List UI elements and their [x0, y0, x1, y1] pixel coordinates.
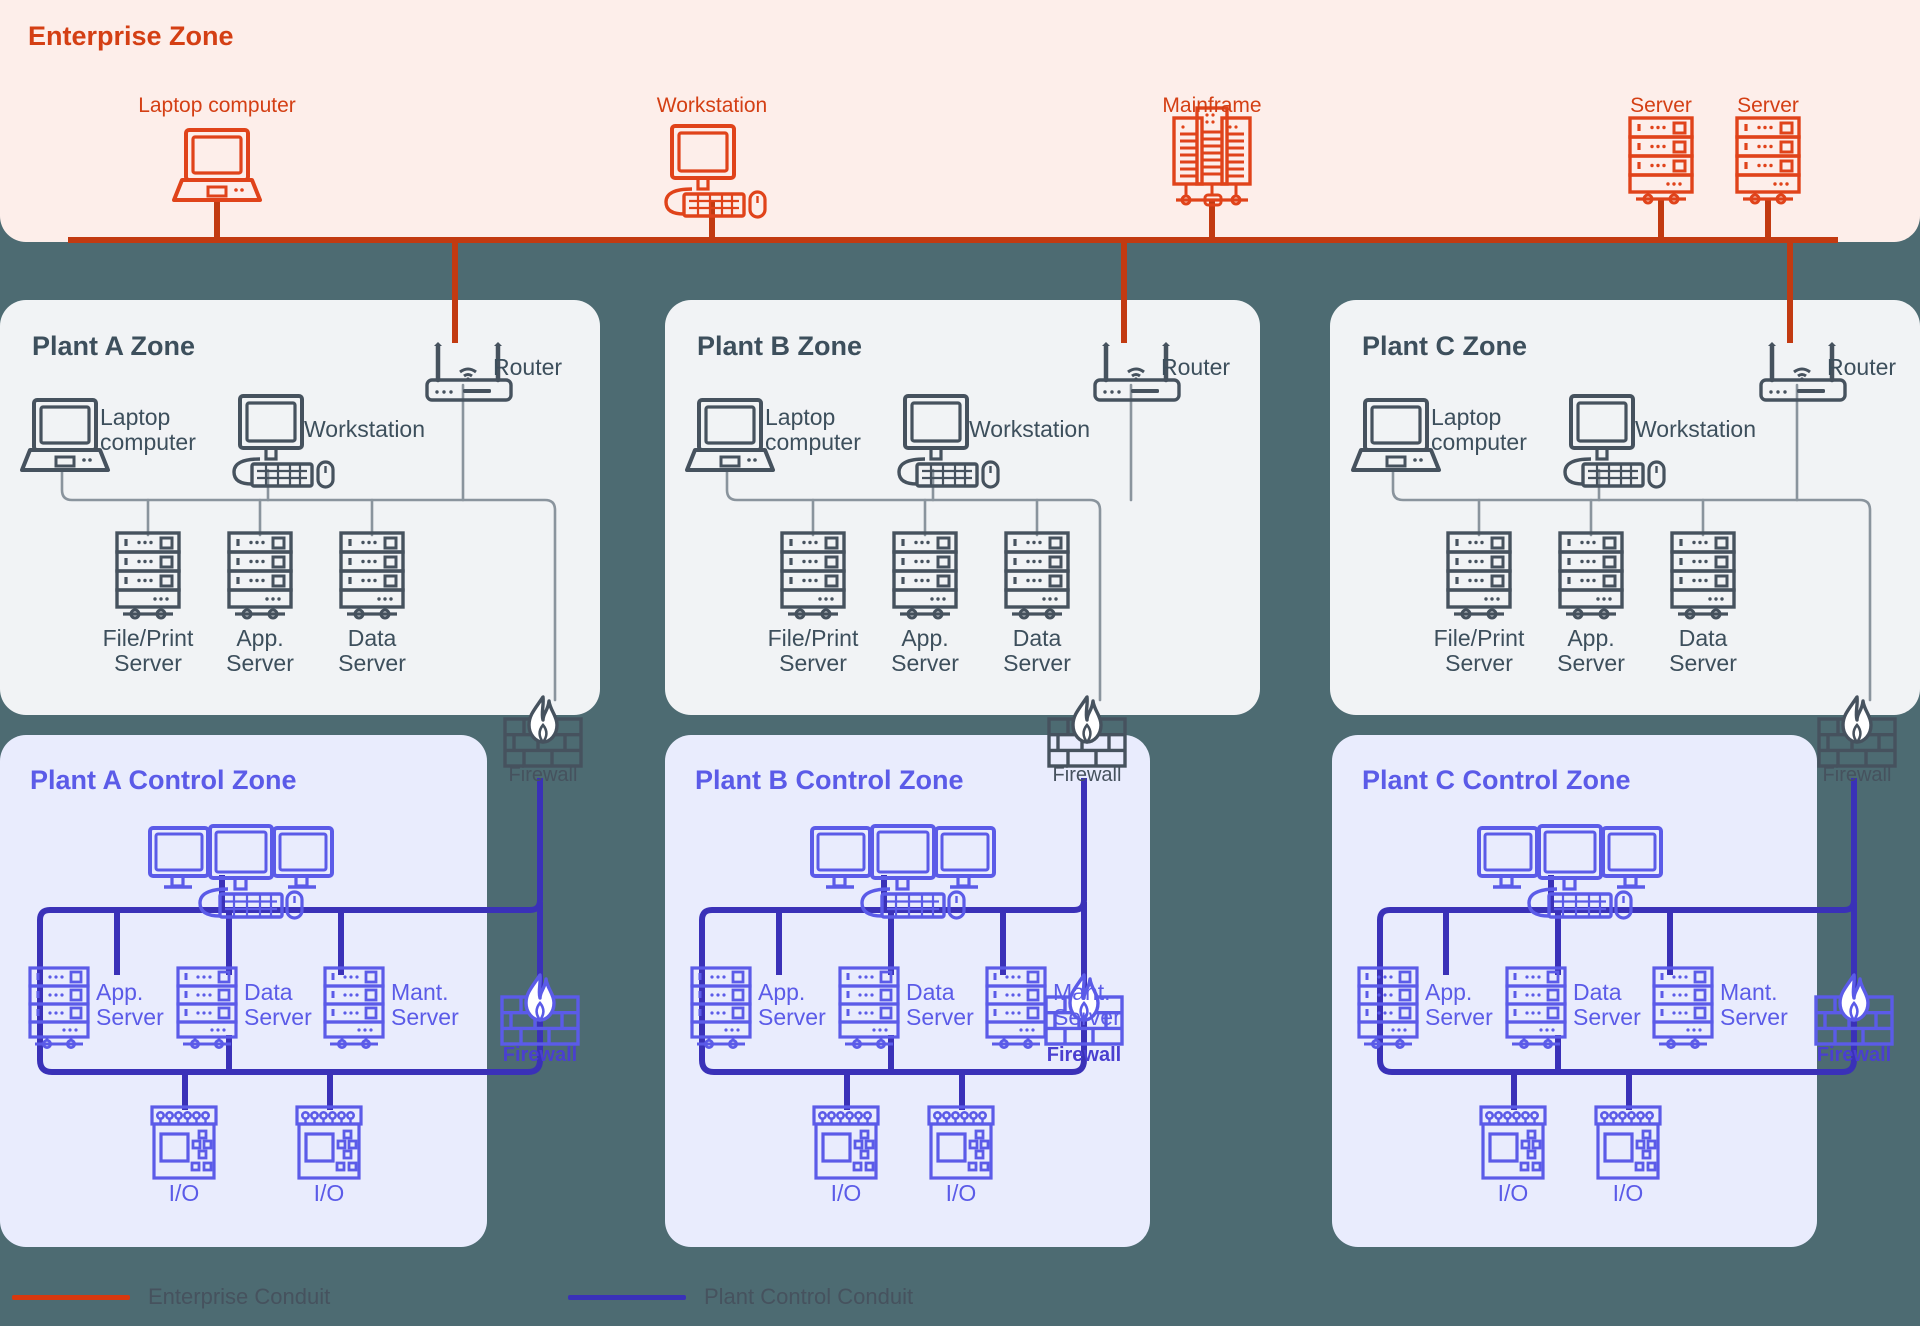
server-label: Data Server — [338, 625, 406, 676]
plant-c-zone-title: Plant C Zone — [1362, 331, 1528, 361]
legend: Enterprise Conduit Plant Control Conduit — [0, 1270, 1920, 1326]
io-label: I/O — [313, 1180, 345, 1206]
control-server-label: Data Server — [1573, 979, 1641, 1030]
legend-item-enterprise-conduit: Enterprise Conduit — [12, 1284, 330, 1310]
control-server-label: App. Server — [1425, 979, 1493, 1030]
firewall-icon — [500, 973, 580, 1046]
router-label: Router — [493, 354, 563, 380]
control-server-label: Mant. Server — [391, 979, 459, 1030]
firewall-icon — [1814, 973, 1894, 1046]
plant-b-zone-title: Plant B Zone — [697, 331, 863, 361]
server-label: App. Server — [1557, 625, 1625, 676]
server-label: Data Server — [1003, 625, 1071, 676]
control-server-label: App. Server — [758, 979, 826, 1030]
legend-label: Plant Control Conduit — [704, 1284, 914, 1309]
enterprise-device-label: Server — [1630, 94, 1692, 117]
io-label: I/O — [1612, 1180, 1644, 1206]
enterprise-device-label: Workstation — [656, 94, 768, 117]
control-server-label: Data Server — [244, 979, 312, 1030]
workstation-label: Workstation — [304, 416, 426, 442]
enterprise-device-label: Laptop computer — [138, 94, 296, 117]
legend-item-control-conduit: Plant Control Conduit — [568, 1284, 913, 1310]
enterprise-device-label: Mainframe — [1162, 94, 1262, 117]
laptop-label: Laptop computer — [100, 404, 196, 455]
laptop-label: Laptop computer — [765, 404, 861, 455]
control-server-label: Data Server — [906, 979, 974, 1030]
firewall-label: Firewall — [1052, 764, 1122, 786]
server-label: File/Print Server — [1433, 625, 1525, 676]
enterprise-zone-title: Enterprise Zone — [28, 21, 234, 51]
laptop-label: Laptop computer — [1431, 404, 1527, 455]
legend-swatch-enterprise — [12, 1294, 130, 1300]
control-server-label: App. Server — [96, 979, 164, 1030]
io-label: I/O — [830, 1180, 862, 1206]
server-label: File/Print Server — [102, 625, 194, 676]
legend-swatch-control — [568, 1294, 686, 1300]
plant-a-zone-title: Plant A Zone — [32, 331, 196, 361]
workstation-label: Workstation — [969, 416, 1091, 442]
firewall-label: Firewall — [508, 764, 578, 786]
io-label: I/O — [1497, 1180, 1529, 1206]
firewall-label: Firewall — [502, 1044, 578, 1066]
plant-b-control-zone-title: Plant B Control Zone — [695, 765, 964, 795]
io-label: I/O — [168, 1180, 200, 1206]
router-label: Router — [1161, 354, 1231, 380]
control-server-label: Mant. Server — [1053, 979, 1121, 1030]
server-label: File/Print Server — [767, 625, 859, 676]
firewall-label: Firewall — [1822, 764, 1892, 786]
control-server-label: Mant. Server — [1720, 979, 1788, 1030]
firewall-label: Firewall — [1046, 1044, 1122, 1066]
server-label: Data Server — [1669, 625, 1737, 676]
plant-a-control-zone-title: Plant A Control Zone — [30, 765, 297, 795]
plant-c-control-zone-title: Plant C Control Zone — [1362, 765, 1631, 795]
io-label: I/O — [945, 1180, 977, 1206]
legend-label: Enterprise Conduit — [148, 1284, 331, 1309]
enterprise-device-label: Server — [1737, 94, 1799, 117]
server-label: App. Server — [891, 625, 959, 676]
enterprise-zone — [0, 0, 1920, 242]
router-label: Router — [1827, 354, 1897, 380]
server-label: App. Server — [226, 625, 294, 676]
firewall-label: Firewall — [1816, 1044, 1892, 1066]
workstation-label: Workstation — [1635, 416, 1757, 442]
